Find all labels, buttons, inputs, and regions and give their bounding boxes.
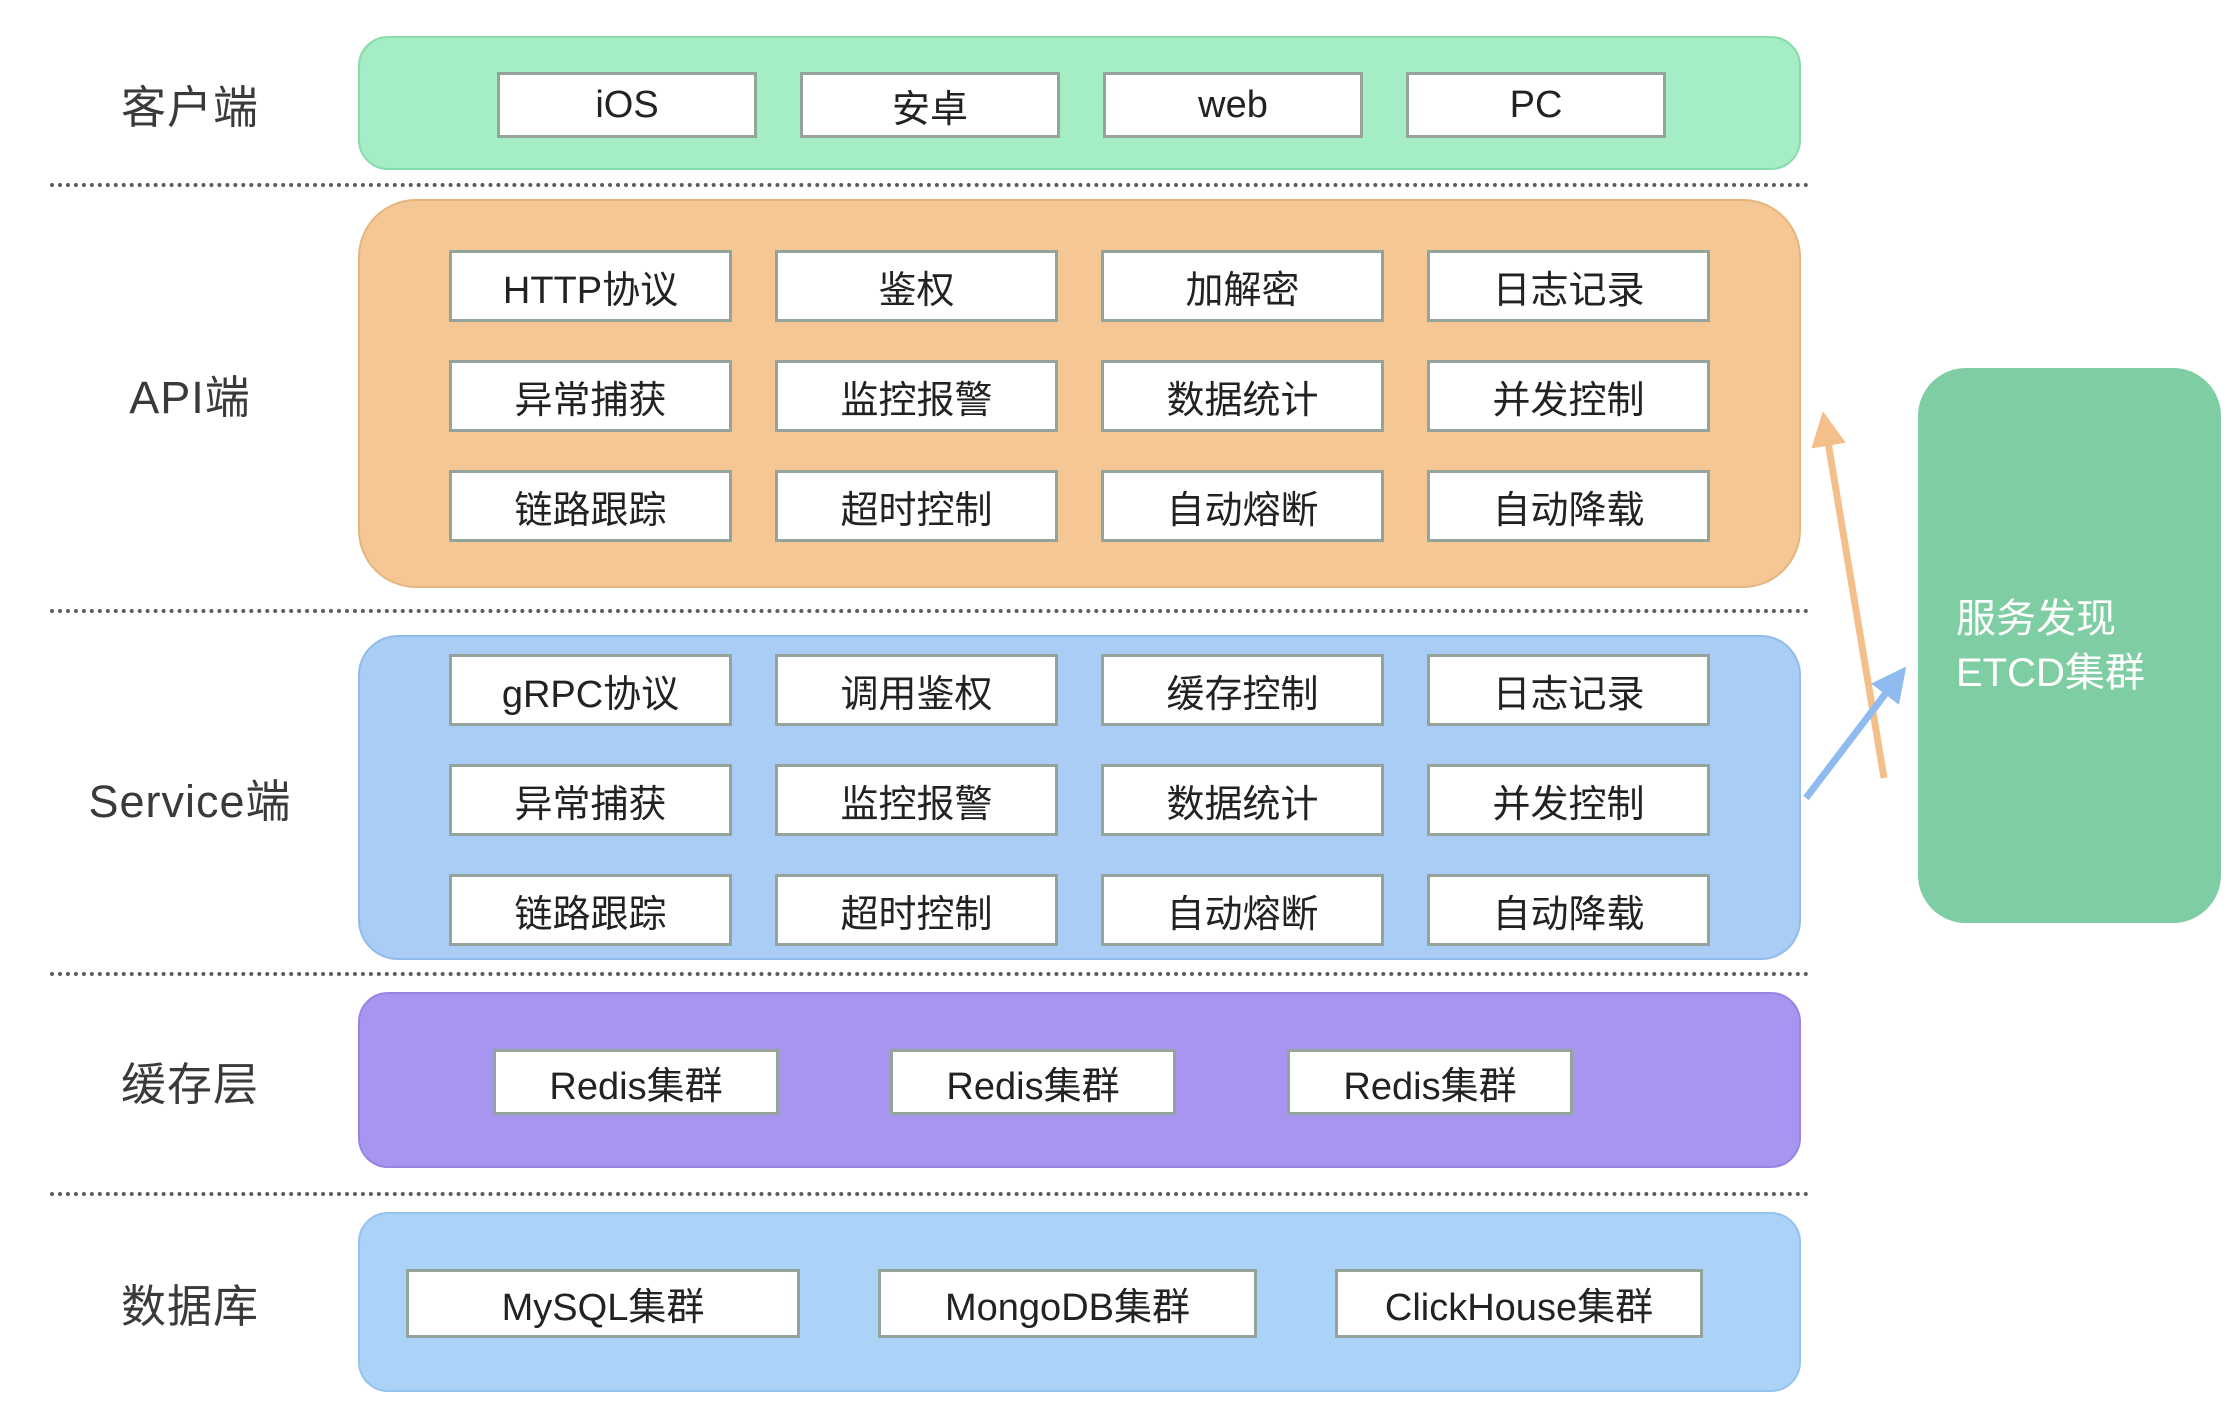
divider-service-cache [50, 972, 1810, 976]
api-cell: 加解密 [1101, 250, 1384, 322]
layer-label-service: Service端 [88, 776, 292, 827]
service-discovery-line1: 服务发现 [1956, 596, 2116, 641]
client-items: iOS 安卓 web PC [497, 72, 1666, 138]
cache-items: Redis集群 Redis集群 Redis集群 [493, 1049, 1573, 1115]
client-item: iOS [497, 72, 757, 138]
cache-item: Redis集群 [890, 1049, 1176, 1115]
layer-label-client: 客户端 [120, 81, 259, 133]
client-item: web [1103, 72, 1363, 138]
database-items: MySQL集群 MongoDB集群 ClickHouse集群 [406, 1269, 1703, 1338]
arrow-service-to-etcd [1803, 666, 1907, 801]
api-cell: 自动降载 [1427, 470, 1710, 542]
service-cell: 并发控制 [1427, 764, 1710, 836]
api-cell: 链路跟踪 [449, 470, 732, 542]
layer-label-database: 数据库 [120, 1280, 259, 1332]
api-cell: 自动熔断 [1101, 470, 1384, 542]
api-cell: 鉴权 [775, 250, 1058, 322]
client-item: 安卓 [800, 72, 1060, 138]
layer-label-cache: 缓存层 [120, 1058, 259, 1110]
api-cell: HTTP协议 [449, 250, 732, 322]
service-cell: 监控报警 [775, 764, 1058, 836]
database-layer: MySQL集群 MongoDB集群 ClickHouse集群 [358, 1212, 1801, 1392]
divider-api-service [50, 609, 1810, 613]
database-item: ClickHouse集群 [1335, 1269, 1703, 1338]
service-cell: 缓存控制 [1101, 654, 1384, 726]
layer-label-api: API端 [129, 372, 251, 423]
service-cell: 日志记录 [1427, 654, 1710, 726]
api-cell: 日志记录 [1427, 250, 1710, 322]
api-capability-grid: HTTP协议 鉴权 加解密 日志记录 异常捕获 监控报警 数据统计 并发控制 链… [449, 250, 1710, 542]
cache-layer: Redis集群 Redis集群 Redis集群 [358, 992, 1801, 1168]
service-cell: 数据统计 [1101, 764, 1384, 836]
api-cell: 并发控制 [1427, 360, 1710, 432]
divider-client-api [50, 183, 1810, 187]
service-discovery-line2: ETCD集群 [1956, 650, 2145, 695]
service-cell: 异常捕获 [449, 764, 732, 836]
api-layer: HTTP协议 鉴权 加解密 日志记录 异常捕获 监控报警 数据统计 并发控制 链… [358, 199, 1801, 588]
service-cell: gRPC协议 [449, 654, 732, 726]
api-cell: 异常捕获 [449, 360, 732, 432]
api-cell: 超时控制 [775, 470, 1058, 542]
divider-cache-database [50, 1192, 1810, 1196]
service-layer: gRPC协议 调用鉴权 缓存控制 日志记录 异常捕获 监控报警 数据统计 并发控… [358, 635, 1801, 960]
service-cell: 调用鉴权 [775, 654, 1058, 726]
service-capability-grid: gRPC协议 调用鉴权 缓存控制 日志记录 异常捕获 监控报警 数据统计 并发控… [449, 654, 1710, 946]
api-cell: 监控报警 [775, 360, 1058, 432]
service-cell: 超时控制 [775, 874, 1058, 946]
cache-item: Redis集群 [493, 1049, 779, 1115]
service-cell: 自动降载 [1427, 874, 1710, 946]
cache-item: Redis集群 [1287, 1049, 1573, 1115]
arrow-etcd-to-api [1811, 411, 1888, 779]
client-layer: iOS 安卓 web PC [358, 36, 1801, 170]
service-cell: 自动熔断 [1101, 874, 1384, 946]
database-item: MongoDB集群 [878, 1269, 1257, 1338]
database-item: MySQL集群 [406, 1269, 800, 1338]
api-cell: 数据统计 [1101, 360, 1384, 432]
service-cell: 链路跟踪 [449, 874, 732, 946]
client-item: PC [1406, 72, 1666, 138]
service-discovery-box: 服务发现 ETCD集群 [1918, 368, 2221, 923]
